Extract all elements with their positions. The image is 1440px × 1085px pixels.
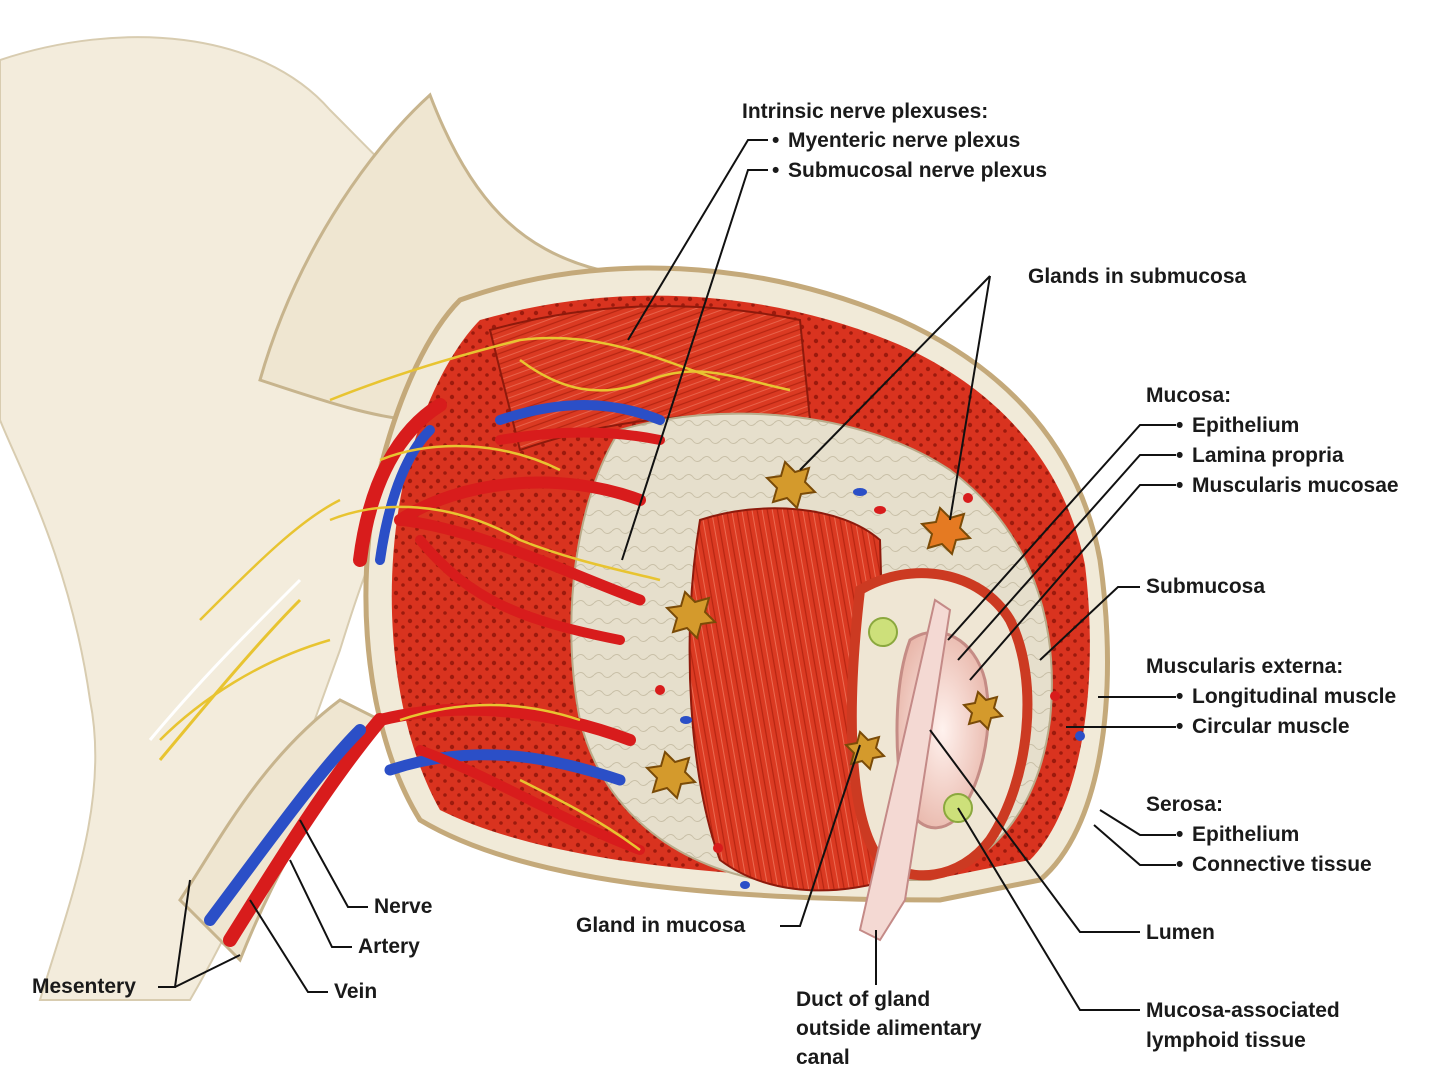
leader-nerve [299, 819, 368, 908]
gland [764, 460, 818, 510]
bullet: • [1176, 474, 1184, 497]
label-text: Lamina propria [1192, 444, 1344, 467]
leader-glands-submucosa-a [799, 275, 991, 471]
label-duct-line3: canal [796, 1046, 850, 1069]
label-malt-line2: lymphoid tissue [1146, 1029, 1306, 1052]
mesentery-nerve [158, 598, 302, 761]
label-mucosa: Mucosa: [1146, 384, 1232, 407]
label-text: Myenteric nerve plexus [788, 129, 1021, 152]
lower-vessels [204, 703, 645, 947]
leader-submucosal-plexus [621, 169, 768, 561]
leader-connective [1093, 824, 1176, 866]
label-serosa-epithelium: • Epithelium [1176, 820, 1299, 850]
label-duct-line2: outside alimentary [796, 1017, 982, 1040]
upper-vessels [353, 398, 665, 645]
label-lamina-propria: • Lamina propria [1176, 441, 1344, 471]
bullet: • [772, 159, 780, 182]
leader-muscularis-mucosae [969, 484, 1176, 681]
label-intrinsic-nerve-plexuses: Intrinsic nerve plexuses: [742, 100, 989, 123]
gland [644, 750, 698, 800]
leader-epithelium [947, 424, 1176, 641]
label-submucosal-nerve-plexus: • Submucosal nerve plexus [772, 156, 1047, 186]
label-text: Circular muscle [1192, 715, 1350, 738]
label-connective-tissue: • Connective tissue [1176, 850, 1372, 880]
nerve-fibres [159, 336, 791, 852]
label-text: Epithelium [1192, 823, 1300, 846]
leader-myenteric [627, 139, 768, 341]
bullet: • [1176, 414, 1184, 437]
label-circular-muscle: • Circular muscle [1176, 712, 1350, 742]
label-text: Submucosal nerve plexus [788, 159, 1048, 182]
gland [664, 590, 718, 640]
label-gland-in-mucosa: Gland in mucosa [576, 914, 746, 937]
label-nerve: Nerve [374, 895, 433, 918]
leader-submucosa [1039, 586, 1140, 661]
leader-malt [957, 807, 1140, 1011]
leader-vein [249, 899, 328, 993]
label-lumen: Lumen [1146, 921, 1215, 944]
label-malt-line1: Mucosa-associated [1146, 999, 1340, 1022]
label-longitudinal-muscle: • Longitudinal muscle [1176, 682, 1396, 712]
bullet: • [1176, 685, 1184, 708]
leader-mesentery-b [158, 954, 241, 988]
leader-gland-mucosa [780, 744, 861, 927]
submucosal-glands [644, 460, 1005, 800]
label-myenteric-nerve-plexus: • Myenteric nerve plexus [772, 126, 1020, 156]
leader-glands-submucosa-b [949, 275, 991, 521]
leader-lines [158, 139, 1176, 1011]
label-text: Connective tissue [1192, 853, 1372, 876]
label-duct-line1: Duct of gland [796, 988, 931, 1011]
label-muscularis-mucosae: • Muscularis mucosae [1176, 471, 1399, 501]
bullet: • [772, 129, 780, 152]
leader-serosa-epithelium [1099, 809, 1176, 836]
leader-artery [289, 859, 352, 948]
label-submucosa: Submucosa [1146, 575, 1266, 598]
label-muscularis-externa: Muscularis externa: [1146, 655, 1344, 678]
label-text: Longitudinal muscle [1192, 685, 1397, 708]
leader-lumen [929, 729, 1140, 933]
bullet: • [1176, 715, 1184, 738]
bullet: • [1176, 823, 1184, 846]
gland [919, 506, 973, 556]
bullet: • [1176, 853, 1184, 876]
vessel-dots [655, 488, 1085, 889]
leader-lamina-propria [957, 454, 1176, 661]
label-serosa: Serosa: [1146, 793, 1224, 816]
label-artery: Artery [358, 935, 420, 958]
mesentery-nerve [148, 578, 302, 741]
gland-duct [858, 598, 952, 942]
label-vein: Vein [334, 980, 378, 1003]
lymphoid-nodule [868, 617, 898, 647]
circular-muscle-cylinder [688, 507, 892, 892]
label-text: Muscularis mucosae [1192, 474, 1399, 497]
label-mesentery: Mesentery [32, 975, 136, 998]
label-text: Epithelium [1192, 414, 1300, 437]
bullet: • [1176, 444, 1184, 467]
gland [961, 690, 1005, 731]
label-mucosa-epithelium: • Epithelium [1176, 411, 1299, 441]
label-glands-in-submucosa: Glands in submucosa [1028, 265, 1247, 288]
